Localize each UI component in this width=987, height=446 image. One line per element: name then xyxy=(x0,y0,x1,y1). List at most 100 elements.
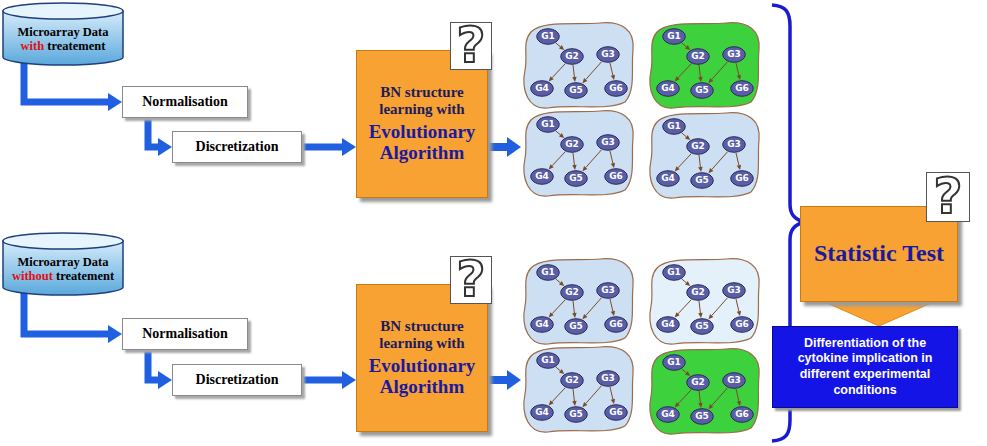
arrow-head xyxy=(582,314,587,319)
block-arrow xyxy=(820,300,938,326)
flow-arrow xyxy=(302,144,343,151)
gene-node: G4 xyxy=(656,170,680,187)
arrow-head xyxy=(582,78,587,83)
arrow-head xyxy=(737,165,741,170)
gene-label: G5 xyxy=(569,318,583,335)
gene-label: G2 xyxy=(565,48,579,65)
gene-label: G5 xyxy=(569,406,583,423)
connector xyxy=(24,290,122,343)
connector xyxy=(736,389,741,406)
connector xyxy=(610,63,615,80)
gene-node: G5 xyxy=(690,172,714,189)
gene-node: G1 xyxy=(536,352,560,369)
gene-link xyxy=(678,154,691,168)
connector xyxy=(698,301,702,318)
gene-link xyxy=(586,298,602,316)
arrow-head xyxy=(549,312,554,317)
gene-label: G3 xyxy=(727,372,741,389)
gene-node: G3 xyxy=(722,282,746,299)
gene-label: G2 xyxy=(691,284,705,301)
gene-link xyxy=(556,131,561,135)
algorithm-label: Evolutionary Algorithm xyxy=(361,122,483,164)
connector xyxy=(682,133,690,140)
gene-node: G1 xyxy=(536,28,560,45)
network-blob xyxy=(650,113,759,198)
arrow-head xyxy=(685,135,690,140)
gene-link xyxy=(610,151,613,163)
gene-node: G1 xyxy=(536,116,560,133)
process-box: Discretization xyxy=(172,131,302,163)
gene-node: G6 xyxy=(604,316,628,333)
arrow-head xyxy=(342,371,356,389)
connector xyxy=(582,298,601,320)
arrow-head xyxy=(698,77,702,82)
gene-node: G6 xyxy=(730,170,754,187)
connector xyxy=(572,153,576,170)
gene-label: G6 xyxy=(609,404,623,421)
connector xyxy=(572,65,576,82)
gene-node: G5 xyxy=(564,82,588,99)
gene-node: G2 xyxy=(686,138,710,155)
gene-label: G6 xyxy=(735,170,749,187)
connector xyxy=(675,390,692,408)
gene-link xyxy=(736,389,739,401)
arrow-head xyxy=(582,402,587,407)
arrow-head xyxy=(572,313,576,318)
gene-link xyxy=(678,64,691,78)
gene-label: G2 xyxy=(691,138,705,155)
arrow-head xyxy=(685,371,690,376)
gene-label: G6 xyxy=(609,168,623,185)
step-label: Discretization xyxy=(196,139,279,155)
gene-node: G2 xyxy=(560,372,584,389)
arrow-head xyxy=(559,369,564,374)
connector xyxy=(736,63,741,80)
gene-link xyxy=(586,150,602,168)
gene-link xyxy=(556,43,561,47)
connector xyxy=(148,344,172,389)
connector xyxy=(556,279,564,286)
connector xyxy=(549,152,566,170)
gene-node: G6 xyxy=(604,80,628,97)
gene-label: G1 xyxy=(541,264,555,281)
gene-label: G4 xyxy=(535,316,549,333)
gene-label: G5 xyxy=(695,408,709,425)
process-box: Normalisation xyxy=(122,318,248,350)
gene-label: G3 xyxy=(601,134,615,151)
gene-label: G1 xyxy=(667,354,681,371)
connector xyxy=(820,300,938,326)
gene-link xyxy=(712,152,728,170)
algorithm-label: BN structure learning with xyxy=(376,318,468,353)
gene-link xyxy=(712,388,728,406)
gene-node: G1 xyxy=(662,28,686,45)
cylinder-label: Microarray Data without treatement xyxy=(5,255,121,284)
gene-label: G3 xyxy=(727,282,741,299)
gene-label: G5 xyxy=(695,318,709,335)
gene-label: G2 xyxy=(691,48,705,65)
connector xyxy=(682,43,690,50)
gene-link xyxy=(736,299,739,311)
gene-link xyxy=(682,279,687,283)
cylinder-word: Data xyxy=(83,25,109,39)
gene-node: G1 xyxy=(536,264,560,281)
arrow-head xyxy=(685,281,690,286)
arrow-head xyxy=(675,402,680,407)
gene-label: G5 xyxy=(569,82,583,99)
arrow-head xyxy=(572,77,576,82)
gene-label: G1 xyxy=(541,116,555,133)
connector xyxy=(675,64,692,82)
arrow-head xyxy=(549,164,554,169)
connector xyxy=(698,391,702,408)
gene-label: G6 xyxy=(735,406,749,423)
arrow-head xyxy=(611,311,615,316)
gene-label: G6 xyxy=(609,316,623,333)
connector xyxy=(610,387,615,404)
arrow-head xyxy=(572,165,576,170)
connector xyxy=(549,64,566,82)
arrow-head xyxy=(158,138,172,156)
gene-link xyxy=(699,65,700,77)
gene-label: G5 xyxy=(695,82,709,99)
gene-label: G2 xyxy=(691,374,705,391)
connector xyxy=(148,112,172,156)
gene-label: G3 xyxy=(601,370,615,387)
arrow-head xyxy=(108,93,122,111)
